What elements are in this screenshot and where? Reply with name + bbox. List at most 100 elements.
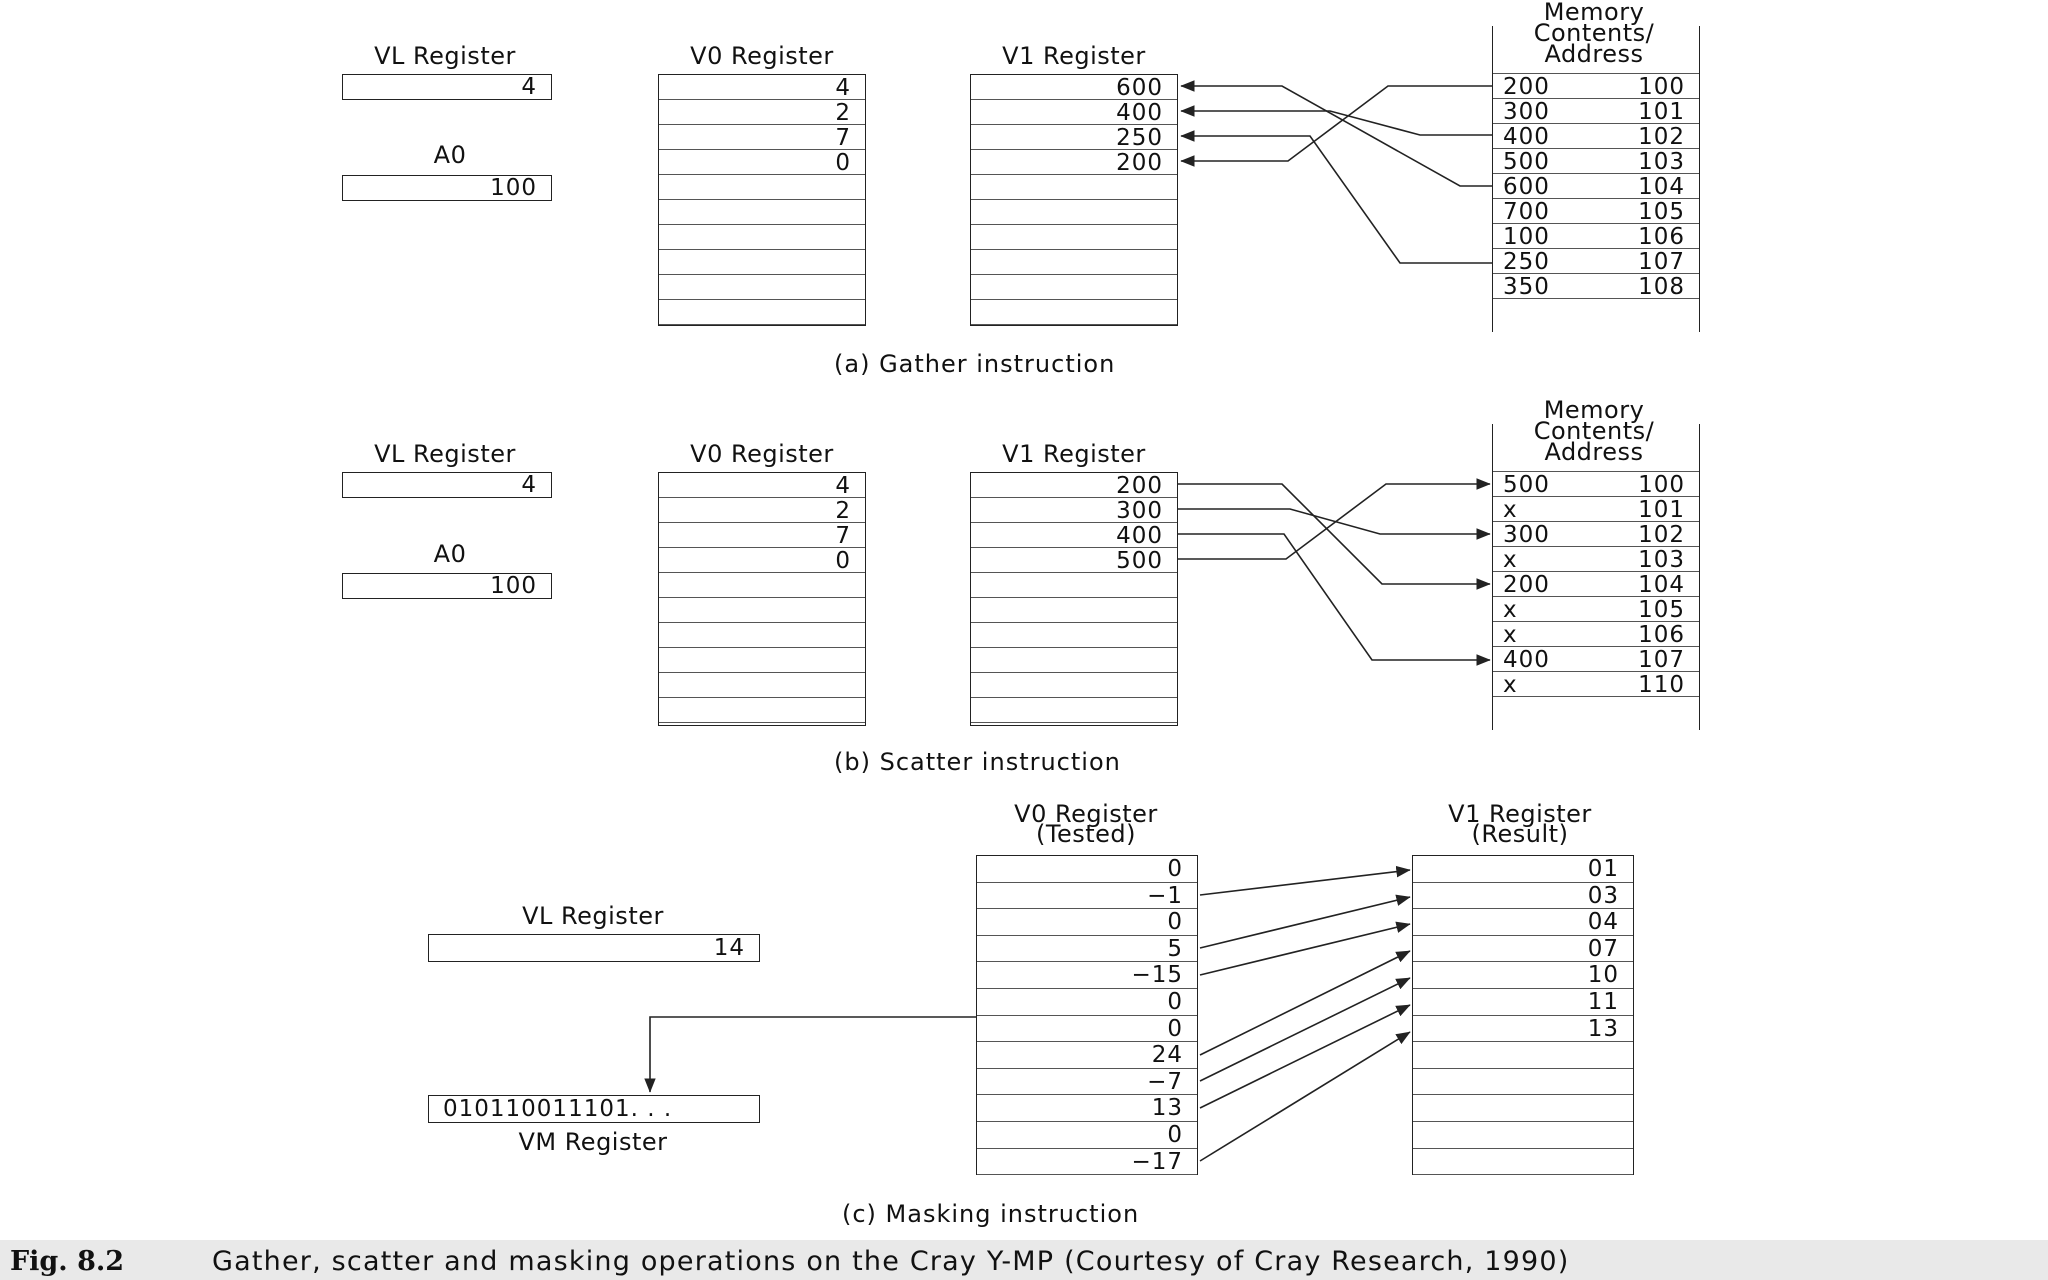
masking-v1-cell: 10 bbox=[1413, 962, 1633, 989]
mask-arrow-row8 bbox=[1199, 977, 1411, 1082]
masking-v1-cell: 01 bbox=[1413, 856, 1633, 883]
gather-v0-cell: 2 bbox=[659, 100, 865, 125]
scatter-memory-content: x bbox=[1503, 497, 1518, 523]
figure-caption-bar bbox=[0, 1240, 2048, 1280]
scatter-memory-header: Memory Contents/ Address bbox=[1494, 396, 1694, 466]
scatter-memory-row: 500 100 bbox=[1493, 472, 1699, 497]
masking-v0-cell: 13 bbox=[977, 1095, 1197, 1122]
scatter-memory-header-line3: Address bbox=[1544, 438, 1644, 466]
scatter-memory-address: 100 bbox=[1638, 472, 1685, 498]
scatter-a0-label: A0 bbox=[433, 540, 467, 568]
gather-arrow-mem107-to-v1-2 bbox=[1180, 130, 1492, 264]
masking-v0-label: V0 Register (Tested) bbox=[976, 802, 1196, 846]
gather-memory-address: 101 bbox=[1638, 99, 1685, 125]
masking-v1-label: V1 Register (Result) bbox=[1410, 800, 1630, 848]
scatter-v0-cell bbox=[659, 623, 865, 648]
gather-memory-content: 100 bbox=[1503, 224, 1550, 250]
gather-memory-header-line3: Address bbox=[1544, 40, 1644, 68]
scatter-memory-content: x bbox=[1503, 672, 1518, 698]
masking-v1-cell bbox=[1413, 1122, 1633, 1149]
masking-v0-cell: −1 bbox=[977, 883, 1197, 910]
masking-v0-cell: 0 bbox=[977, 909, 1197, 936]
scatter-v1-cell: 200 bbox=[971, 473, 1177, 498]
gather-memory-content: 700 bbox=[1503, 199, 1550, 225]
scatter-memory-header-row bbox=[1493, 424, 1699, 472]
scatter-memory-row: x 101 bbox=[1493, 497, 1699, 522]
masking-v1-cell: 04 bbox=[1413, 909, 1633, 936]
scatter-v1-cell: 300 bbox=[971, 498, 1177, 523]
gather-v1-cell: 250 bbox=[971, 125, 1177, 150]
masking-v0-cell: −7 bbox=[977, 1069, 1197, 1096]
scatter-v1-cell: 500 bbox=[971, 548, 1177, 573]
gather-arrow-mem100-to-v1-3 bbox=[1180, 85, 1492, 167]
mask-arrow-row3 bbox=[1199, 894, 1411, 949]
masking-vm-register: 010110011101. . . bbox=[428, 1095, 760, 1123]
gather-v0-cell bbox=[659, 225, 865, 250]
scatter-v1-cell bbox=[971, 648, 1177, 673]
masking-v0-cell: −17 bbox=[977, 1149, 1197, 1176]
scatter-memory-address: 105 bbox=[1638, 597, 1685, 623]
scatter-v1-cell bbox=[971, 573, 1177, 598]
scatter-arrow-v1-1-to-mem102 bbox=[1178, 508, 1491, 540]
masking-v1-cell bbox=[1413, 1042, 1633, 1069]
scatter-arrow-v1-0-to-mem104 bbox=[1178, 483, 1491, 590]
masking-v0-cell: 24 bbox=[977, 1042, 1197, 1069]
masking-v1-cell bbox=[1413, 1069, 1633, 1096]
gather-memory-address: 100 bbox=[1638, 74, 1685, 100]
gather-a0-label: A0 bbox=[433, 141, 467, 169]
gather-v1-cell bbox=[971, 175, 1177, 200]
mask-arrow-row11 bbox=[1199, 1031, 1411, 1162]
masking-v1-label-line1: V1 Register bbox=[1448, 800, 1592, 828]
masking-vl-label: VL Register bbox=[522, 902, 664, 930]
gather-v1-cell bbox=[971, 300, 1177, 325]
scatter-memory-address: 106 bbox=[1638, 622, 1685, 648]
gather-arrow-mem104-to-v1-0 bbox=[1180, 80, 1492, 187]
masking-v1-cell bbox=[1413, 1095, 1633, 1122]
scatter-v0-cell: 2 bbox=[659, 498, 865, 523]
gather-memory-address: 108 bbox=[1638, 274, 1685, 300]
scatter-v0-cell bbox=[659, 698, 865, 723]
gather-v1-cell bbox=[971, 250, 1177, 275]
scatter-memory-content: 500 bbox=[1503, 472, 1550, 498]
scatter-arrow-v1-2-to-mem107 bbox=[1178, 533, 1491, 666]
masking-v1-label-line2: (Result) bbox=[1471, 820, 1569, 848]
scatter-v0-cell bbox=[659, 598, 865, 623]
mask-arrow-v0-to-vm bbox=[644, 1016, 976, 1093]
scatter-memory-content: 400 bbox=[1503, 647, 1550, 673]
gather-memory-address: 107 bbox=[1638, 249, 1685, 275]
gather-memory-address: 102 bbox=[1638, 124, 1685, 150]
masking-v0-cell: −15 bbox=[977, 962, 1197, 989]
gather-v0-cell bbox=[659, 175, 865, 200]
scatter-memory-address: 101 bbox=[1638, 497, 1685, 523]
scatter-a0-register: 100 bbox=[342, 573, 552, 599]
scatter-v0-cell: 0 bbox=[659, 548, 865, 573]
scatter-memory-row: x 106 bbox=[1493, 622, 1699, 647]
masking-caption: (c) Masking instruction bbox=[842, 1200, 1140, 1228]
gather-v1-cell: 400 bbox=[971, 100, 1177, 125]
gather-v0-cell: 7 bbox=[659, 125, 865, 150]
gather-memory-header-line2: Contents/ bbox=[1533, 19, 1655, 47]
scatter-v1-cell bbox=[971, 623, 1177, 648]
gather-v0-cell bbox=[659, 300, 865, 325]
masking-v0-cell: 0 bbox=[977, 989, 1197, 1016]
scatter-memory-address: 107 bbox=[1638, 647, 1685, 673]
scatter-vl-value: 4 bbox=[521, 472, 537, 498]
scatter-memory-header-line1: Memory bbox=[1543, 396, 1645, 424]
scatter-arrow-v1-3-to-mem100 bbox=[1178, 478, 1491, 560]
gather-v1-cell bbox=[971, 275, 1177, 300]
masking-v1-cell bbox=[1413, 1149, 1633, 1176]
gather-v0-cell bbox=[659, 200, 865, 225]
gather-memory-header-row bbox=[1493, 26, 1699, 74]
scatter-memory-content: x bbox=[1503, 622, 1518, 648]
gather-v0-cell: 0 bbox=[659, 150, 865, 175]
gather-a0-register: 100 bbox=[342, 175, 552, 201]
masking-v0-cell: 5 bbox=[977, 936, 1197, 963]
